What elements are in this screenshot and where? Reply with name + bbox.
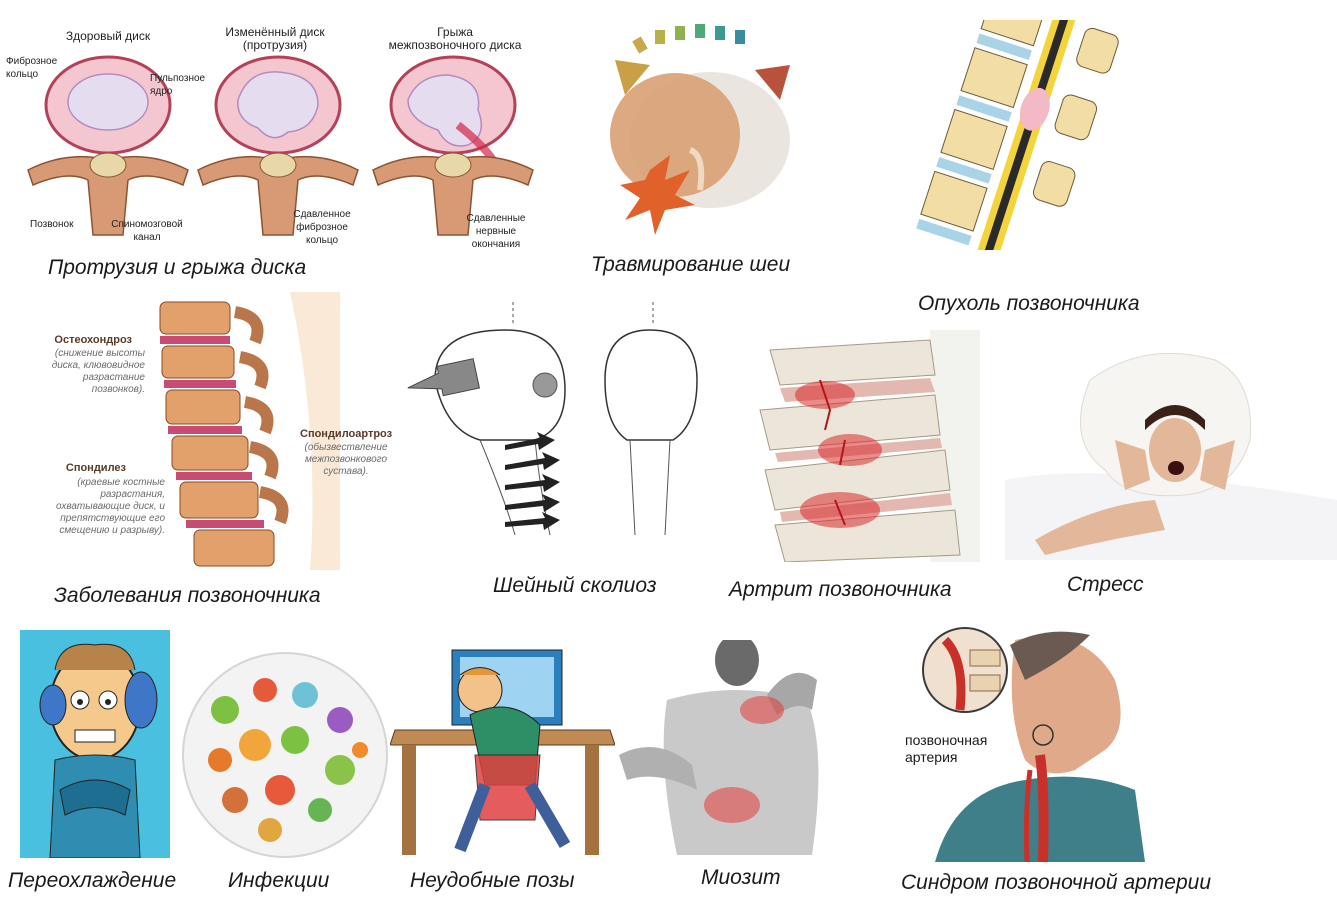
- infections-panel: Инфекции: [178, 650, 398, 899]
- label-spinal-canal: Спиномозговой канал: [111, 219, 183, 243]
- caption-postures: Неудобные позы: [410, 869, 575, 892]
- stress-illustration: [1005, 340, 1337, 560]
- disc-title-hernia: Грыжа межпозвоночного диска: [388, 25, 522, 52]
- arthritis-illustration: [730, 330, 980, 562]
- caption-scoliosis: Шейный сколиоз: [493, 574, 657, 597]
- artery-syndrome-illustration: [915, 620, 1155, 862]
- caption-stress: Стресс: [1067, 573, 1144, 596]
- caption-hypothermia: Переохлаждение: [8, 869, 177, 892]
- caption-tumor: Опухоль позвоночника: [918, 292, 1140, 315]
- caption-artery-syndrome: Синдром позвоночной артерии: [901, 871, 1212, 894]
- myositis-panel: Миозит: [615, 640, 840, 899]
- label-osteochondrosis-desc: (снижение высоты диска, клювовидное разр…: [51, 348, 145, 395]
- arthritis-panel: Артрит позвоночника: [725, 330, 995, 605]
- scoliosis-illustration: [405, 300, 725, 545]
- disc-title-healthy: Здоровый диск: [65, 29, 151, 43]
- spine-tumor-panel: Опухоль позвоночника: [870, 20, 1160, 315]
- postures-illustration: [390, 645, 615, 860]
- label-spondyloarthrosis-title: Спондилоартроз: [300, 428, 393, 440]
- caption-arthritis: Артрит позвоночника: [729, 578, 952, 601]
- label-compressed-nerves: Сдавленные нервные окончания: [466, 213, 526, 250]
- label-spondylosis-desc: (краевые костные разрастания, охватывающ…: [55, 477, 165, 536]
- neck-trauma-illustration: [595, 20, 810, 245]
- postures-panel: Неудобные позы: [390, 645, 620, 899]
- label-spondylosis-title: Спондилез: [65, 462, 126, 474]
- label-vertebra: Позвонок: [30, 219, 74, 230]
- label-nucleus: Пульпозное ядро: [150, 73, 206, 97]
- label-osteochondrosis-title: Остеохондроз: [54, 334, 132, 346]
- hypothermia-panel: Переохлаждение: [0, 630, 200, 899]
- caption-infections: Инфекции: [228, 869, 330, 892]
- caption-diseases: Заболевания позвоночника: [54, 584, 321, 607]
- stress-panel: Стресс: [1000, 340, 1337, 600]
- label-compressed-ring: Сдавленное фиброзное кольцо: [293, 209, 351, 246]
- spine-diseases-illustration: [140, 292, 340, 570]
- label-spondyloarthrosis-desc: (обызвествление межпозвонкового сустава)…: [304, 442, 388, 477]
- disc-title-changed: Изменённый диск (протрузия): [225, 25, 325, 52]
- disc-diagram-illustration: [8, 20, 548, 250]
- myositis-illustration: [617, 640, 835, 855]
- caption-disc: Протрузия и грыжа диска: [48, 256, 307, 279]
- label-fibrous-ring: Фиброзное кольцо: [6, 56, 58, 80]
- label-vertebral-artery: позвоночная артерия: [905, 732, 988, 765]
- scoliosis-panel: Шейный сколиоз: [405, 300, 725, 605]
- spine-diseases-panel: Остеохондроз (снижение высоты диска, клю…: [0, 290, 410, 610]
- spine-tumor-illustration: [880, 20, 1155, 250]
- caption-myositis: Миозит: [701, 866, 781, 889]
- hypothermia-illustration: [20, 630, 170, 858]
- disc-diagram-panel: Здоровый диск Изменённый диск (протрузия…: [0, 0, 560, 290]
- caption-neck-trauma: Травмирование шеи: [591, 253, 791, 276]
- infections-illustration: [180, 650, 390, 860]
- neck-trauma-panel: Травмирование шеи: [585, 20, 815, 285]
- artery-syndrome-panel: позвоночная артерия Синдром позвоночной …: [895, 620, 1235, 899]
